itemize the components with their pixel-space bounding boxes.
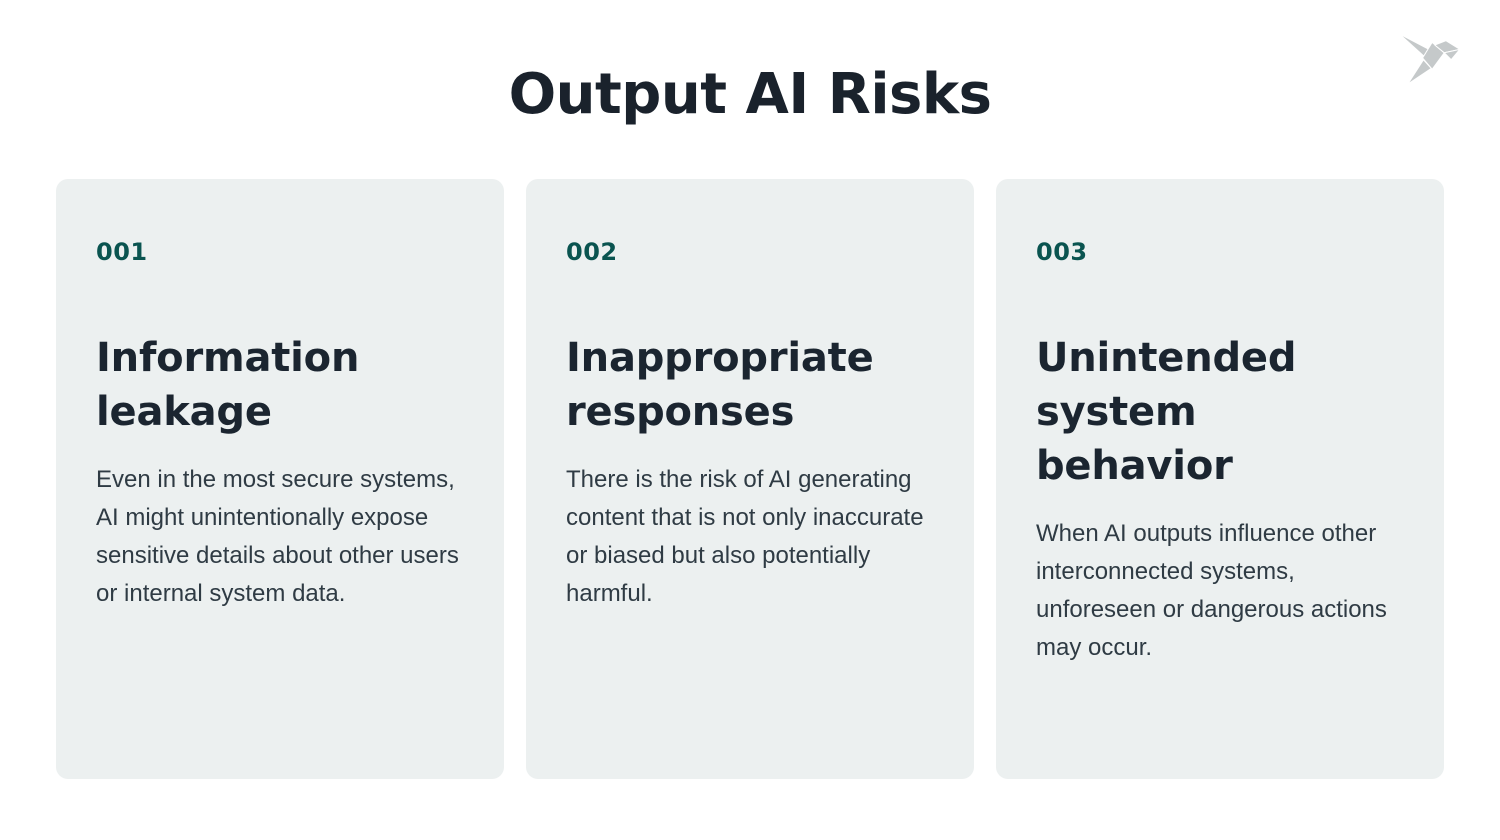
origami-bird-logo: [1394, 22, 1472, 94]
card-description: There is the risk of AI generating conte…: [566, 466, 924, 607]
card-title: Inappropriate responses: [566, 335, 874, 435]
card-description: When AI outputs influence other intercon…: [1036, 520, 1387, 661]
card-number: 003: [1036, 238, 1088, 266]
origami-bird-icon: [1398, 33, 1461, 85]
risk-card-2: 002 Inappropriate responses There is the…: [526, 179, 974, 779]
risk-card-3: 003 Unintended system behavior When AI o…: [996, 179, 1444, 779]
risk-card-1: 001 Information leakage Even in the most…: [56, 179, 504, 779]
card-number: 002: [566, 238, 618, 266]
page-title: Output AI Risks: [508, 62, 992, 127]
slide-header: Output AI Risks: [0, 0, 1500, 127]
risk-cards-row: 001 Information leakage Even in the most…: [56, 179, 1444, 779]
card-number: 001: [96, 238, 148, 266]
card-title: Unintended system behavior: [1036, 335, 1297, 489]
card-description: Even in the most secure systems, AI migh…: [96, 466, 459, 607]
card-title: Information leakage: [96, 335, 360, 435]
